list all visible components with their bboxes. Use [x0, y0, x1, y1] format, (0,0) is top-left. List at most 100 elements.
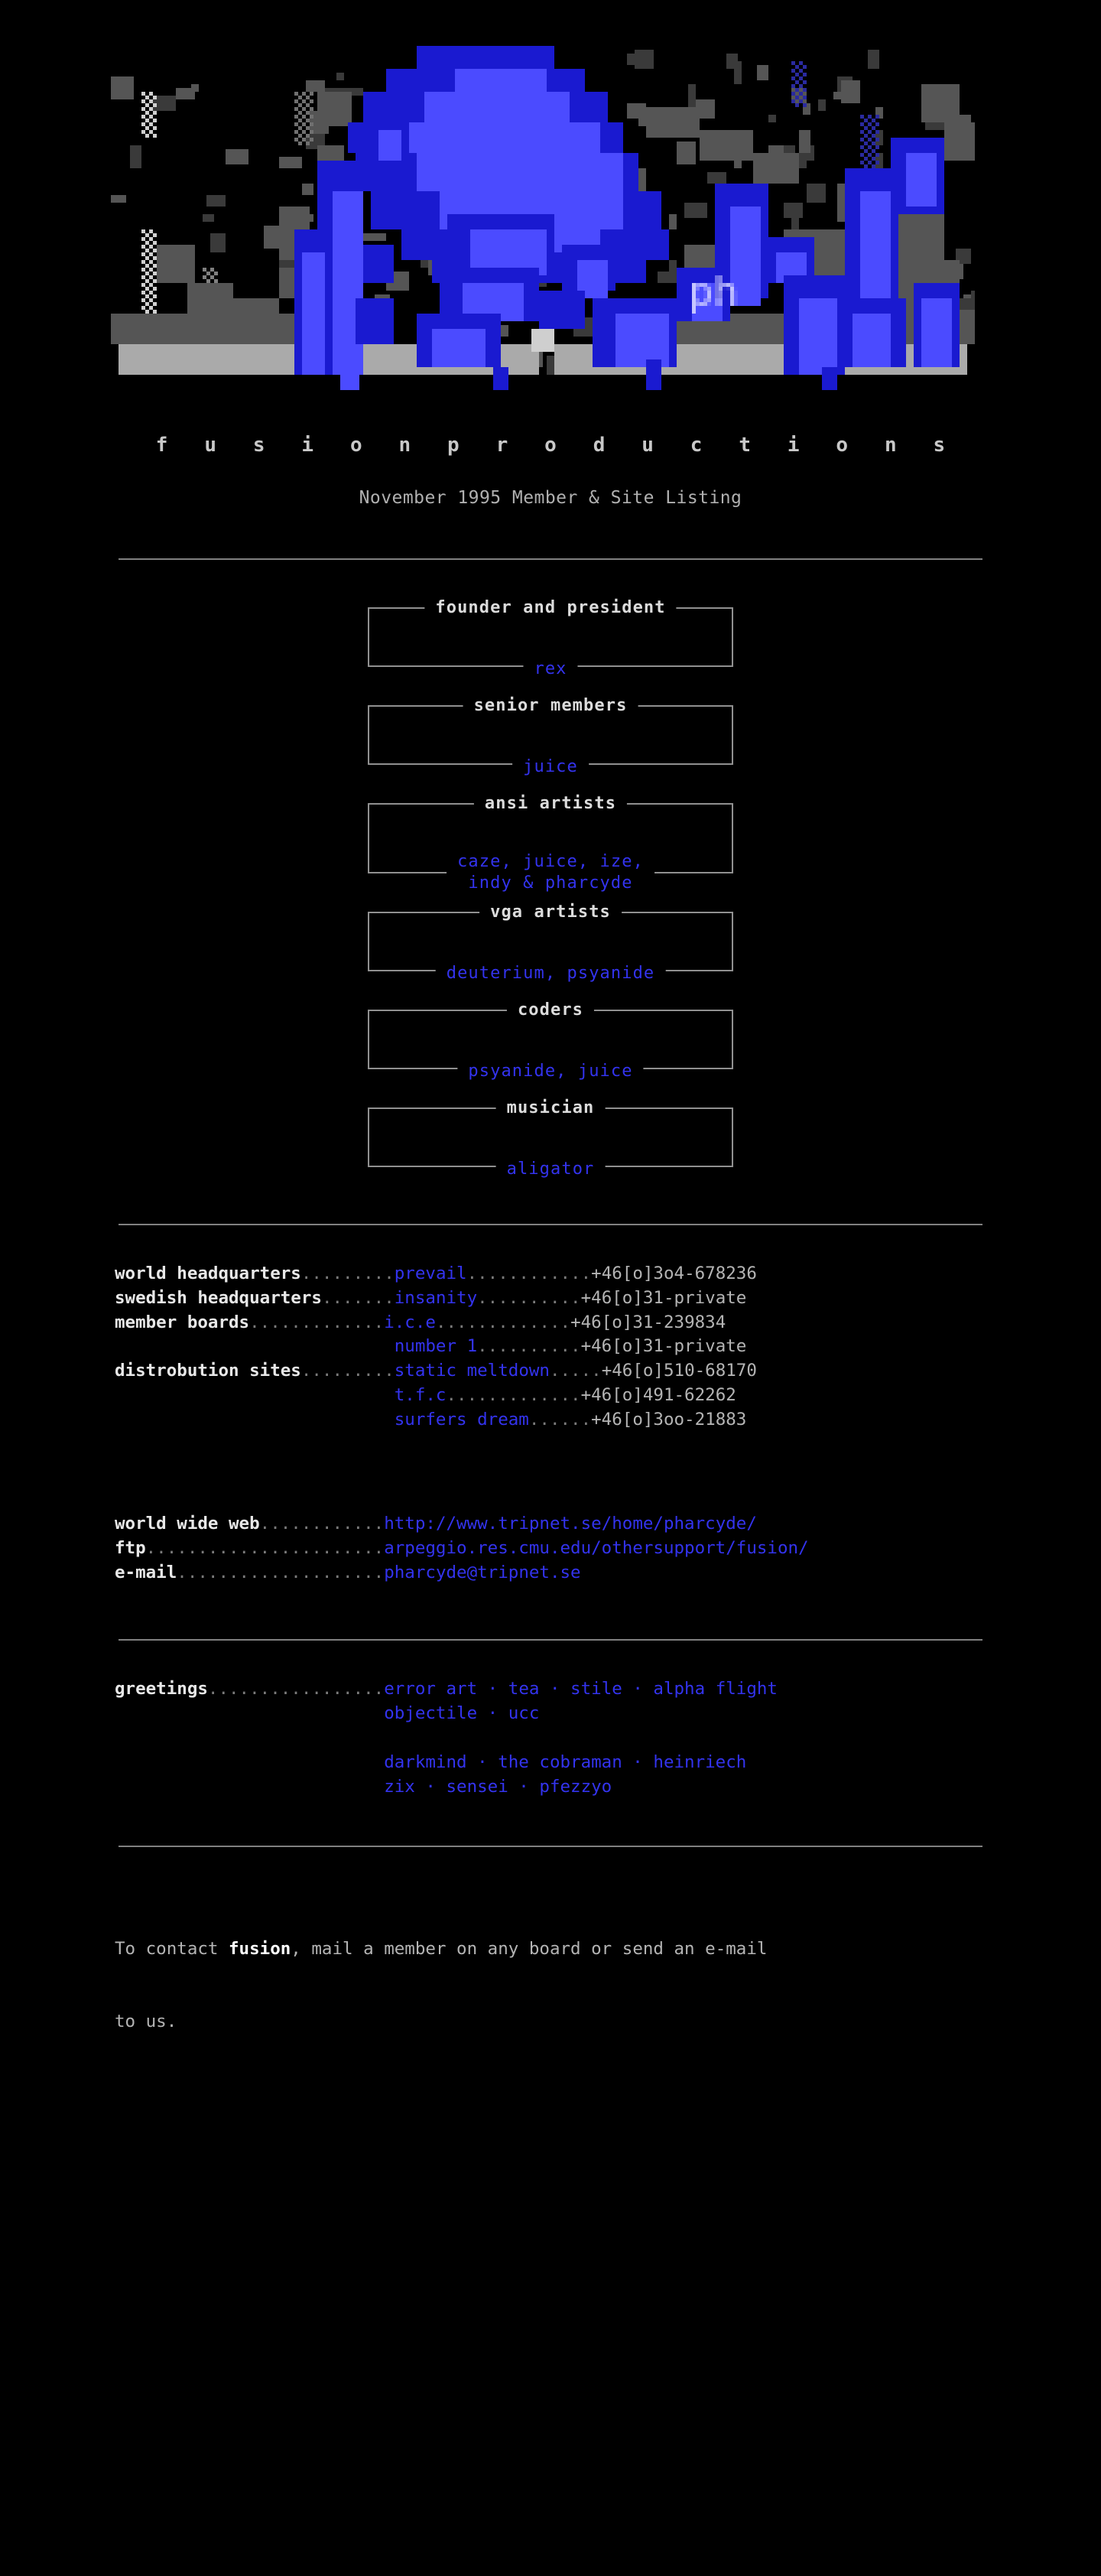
leader-dots: ...... [528, 1410, 592, 1430]
board-indent [115, 1336, 395, 1356]
member-roles-section: founder and president rex senior members ju… [0, 596, 1101, 1181]
leader-dots: .......... [477, 1336, 581, 1357]
role-box: founder and president rex [368, 596, 733, 681]
role-box: senior members juice [368, 694, 733, 779]
board-name[interactable]: t.f.c [394, 1385, 447, 1406]
role-member-line[interactable]: psyanide, juice [468, 1061, 633, 1081]
leader-dots: ..... [549, 1361, 602, 1381]
leader-dots: .......... [477, 1287, 581, 1308]
divider-top [119, 558, 982, 560]
board-phone-number: +46[o]31-private [580, 1336, 747, 1357]
board-indent [115, 1385, 395, 1405]
role-title: founder and president [424, 596, 677, 620]
greetings-label: greetings [115, 1679, 208, 1699]
divider-greetings [119, 1639, 982, 1641]
leader-dots: ............. [435, 1312, 571, 1332]
board-category-label: swedish headquarters [115, 1287, 322, 1308]
board-phone-number: +46[o]510-68170 [601, 1361, 757, 1381]
leader-dots: .................... [177, 1563, 385, 1583]
greeting-names [384, 1728, 395, 1748]
greeting-row: zix · sensei · pfezzyo [115, 1775, 994, 1800]
role-member-line[interactable]: aligator [506, 1159, 595, 1179]
leader-dots: ............. [446, 1385, 581, 1406]
leader-dots: ......... [300, 1361, 395, 1381]
greeting-row: darkmind · the cobraman · heinriech [115, 1751, 994, 1775]
role-box: vga artists deuterium, psyanide [368, 900, 733, 985]
role-members: deuterium, psyanide [435, 961, 666, 985]
role-box: coders psyanide, juice [368, 998, 733, 1083]
net-link[interactable]: pharcyde@tripnet.se [384, 1563, 581, 1583]
greeting-indent [115, 1752, 384, 1772]
board-name[interactable]: number 1 [394, 1336, 478, 1357]
board-phone-number: +46[o]3oo-21883 [591, 1410, 747, 1430]
role-members: psyanide, juice [457, 1059, 644, 1083]
board-category-label: world headquarters [115, 1263, 301, 1283]
board-name[interactable]: static meltdown [394, 1361, 550, 1381]
leader-dots: ............ [259, 1514, 385, 1534]
fusion-logo-image [111, 31, 975, 390]
net-label: ftp [115, 1538, 146, 1559]
board-row: swedish headquarters.......insanity.....… [115, 1286, 994, 1311]
greeting-indent [115, 1777, 384, 1797]
role-box: musician aligator [368, 1096, 733, 1181]
role-title: senior members [463, 694, 638, 717]
role-box: ansi artists caze, juice, ize,indy & phar… [368, 792, 733, 895]
page-root: f u s i o n p r o d u c t i o n s Novemb… [0, 31, 1101, 2084]
net-label: world wide web [115, 1514, 260, 1534]
role-title: musician [495, 1096, 606, 1120]
board-category-label: member boards [115, 1312, 250, 1332]
footer-brand: fusion [229, 1938, 291, 1959]
logo-banner [111, 31, 975, 390]
net-link[interactable]: http://www.tripnet.se/home/pharcyde/ [384, 1514, 757, 1534]
role-member-line[interactable]: caze, juice, ize, [457, 852, 644, 872]
board-phone-number: +46[o]491-62262 [580, 1385, 736, 1406]
board-name[interactable]: prevail [394, 1263, 467, 1283]
leader-dots: ............ [466, 1263, 592, 1283]
footer-pre: To contact [115, 1938, 229, 1959]
board-category-label: distrobution sites [115, 1361, 301, 1381]
board-row: distrobution sites.........static meltdo… [115, 1359, 994, 1384]
board-name[interactable]: surfers dream [394, 1410, 529, 1430]
role-title: coders [506, 998, 595, 1022]
role-members: rex [523, 657, 578, 681]
leader-dots: ............. [249, 1312, 385, 1332]
greeting-row [115, 1726, 994, 1751]
greeting-names: zix · sensei · pfezzyo [384, 1776, 612, 1797]
board-row: t.f.c.............+46[o]491-62262 [115, 1384, 994, 1408]
board-name[interactable]: i.c.e [384, 1312, 436, 1332]
role-member-line[interactable]: indy & pharcyde [468, 873, 633, 893]
divider-boards [119, 1223, 982, 1225]
role-members: caze, juice, ize,indy & pharcyde [447, 851, 654, 895]
board-phone-number: +46[o]31-239834 [570, 1312, 726, 1332]
greeting-indent [115, 1728, 384, 1748]
net-row: e-mail....................pharcyde@tripn… [115, 1561, 994, 1586]
divider-footer [119, 1845, 982, 1847]
greeting-names: error art · tea · stile · alpha flight [384, 1679, 778, 1699]
role-member-line[interactable]: deuterium, psyanide [446, 963, 655, 983]
board-indent [115, 1410, 395, 1429]
role-member-line[interactable]: juice [523, 756, 578, 776]
board-row: world headquarters.........prevail......… [115, 1262, 994, 1286]
leader-dots: ................. [207, 1679, 385, 1699]
leader-dots: ....................... [145, 1538, 385, 1559]
leader-dots: ....... [321, 1287, 395, 1308]
role-title: vga artists [479, 900, 622, 924]
net-link[interactable]: arpeggio.res.cmu.edu/othersupport/fusion… [384, 1538, 809, 1559]
board-row: surfers dream......+46[o]3oo-21883 [115, 1408, 994, 1433]
greeting-names: objectile · ucc [384, 1703, 540, 1723]
role-members: juice [512, 755, 589, 779]
net-row: ftp.......................arpeggio.res.c… [115, 1537, 994, 1561]
footer-line-2: to us. [115, 2012, 177, 2032]
contact-footer: To contact fusion, mail a member on any … [107, 1888, 994, 2084]
leader-dots: ......... [300, 1263, 395, 1283]
footer-post: , mail a member on any board or send an … [291, 1938, 768, 1959]
greeting-indent [115, 1703, 384, 1723]
role-member-line[interactable]: rex [534, 659, 567, 678]
role-title: ansi artists [473, 792, 628, 815]
greeting-row: greetings.................error art · te… [115, 1677, 994, 1702]
board-name[interactable]: insanity [394, 1287, 478, 1308]
greetings-listing: greetings.................error art · te… [107, 1677, 994, 1800]
internet-listing: world wide web............http://www.tri… [107, 1512, 994, 1586]
bbs-listing: world headquarters.........prevail......… [107, 1262, 994, 1433]
brand-line: f u s i o n p r o d u c t i o n s [155, 434, 958, 457]
